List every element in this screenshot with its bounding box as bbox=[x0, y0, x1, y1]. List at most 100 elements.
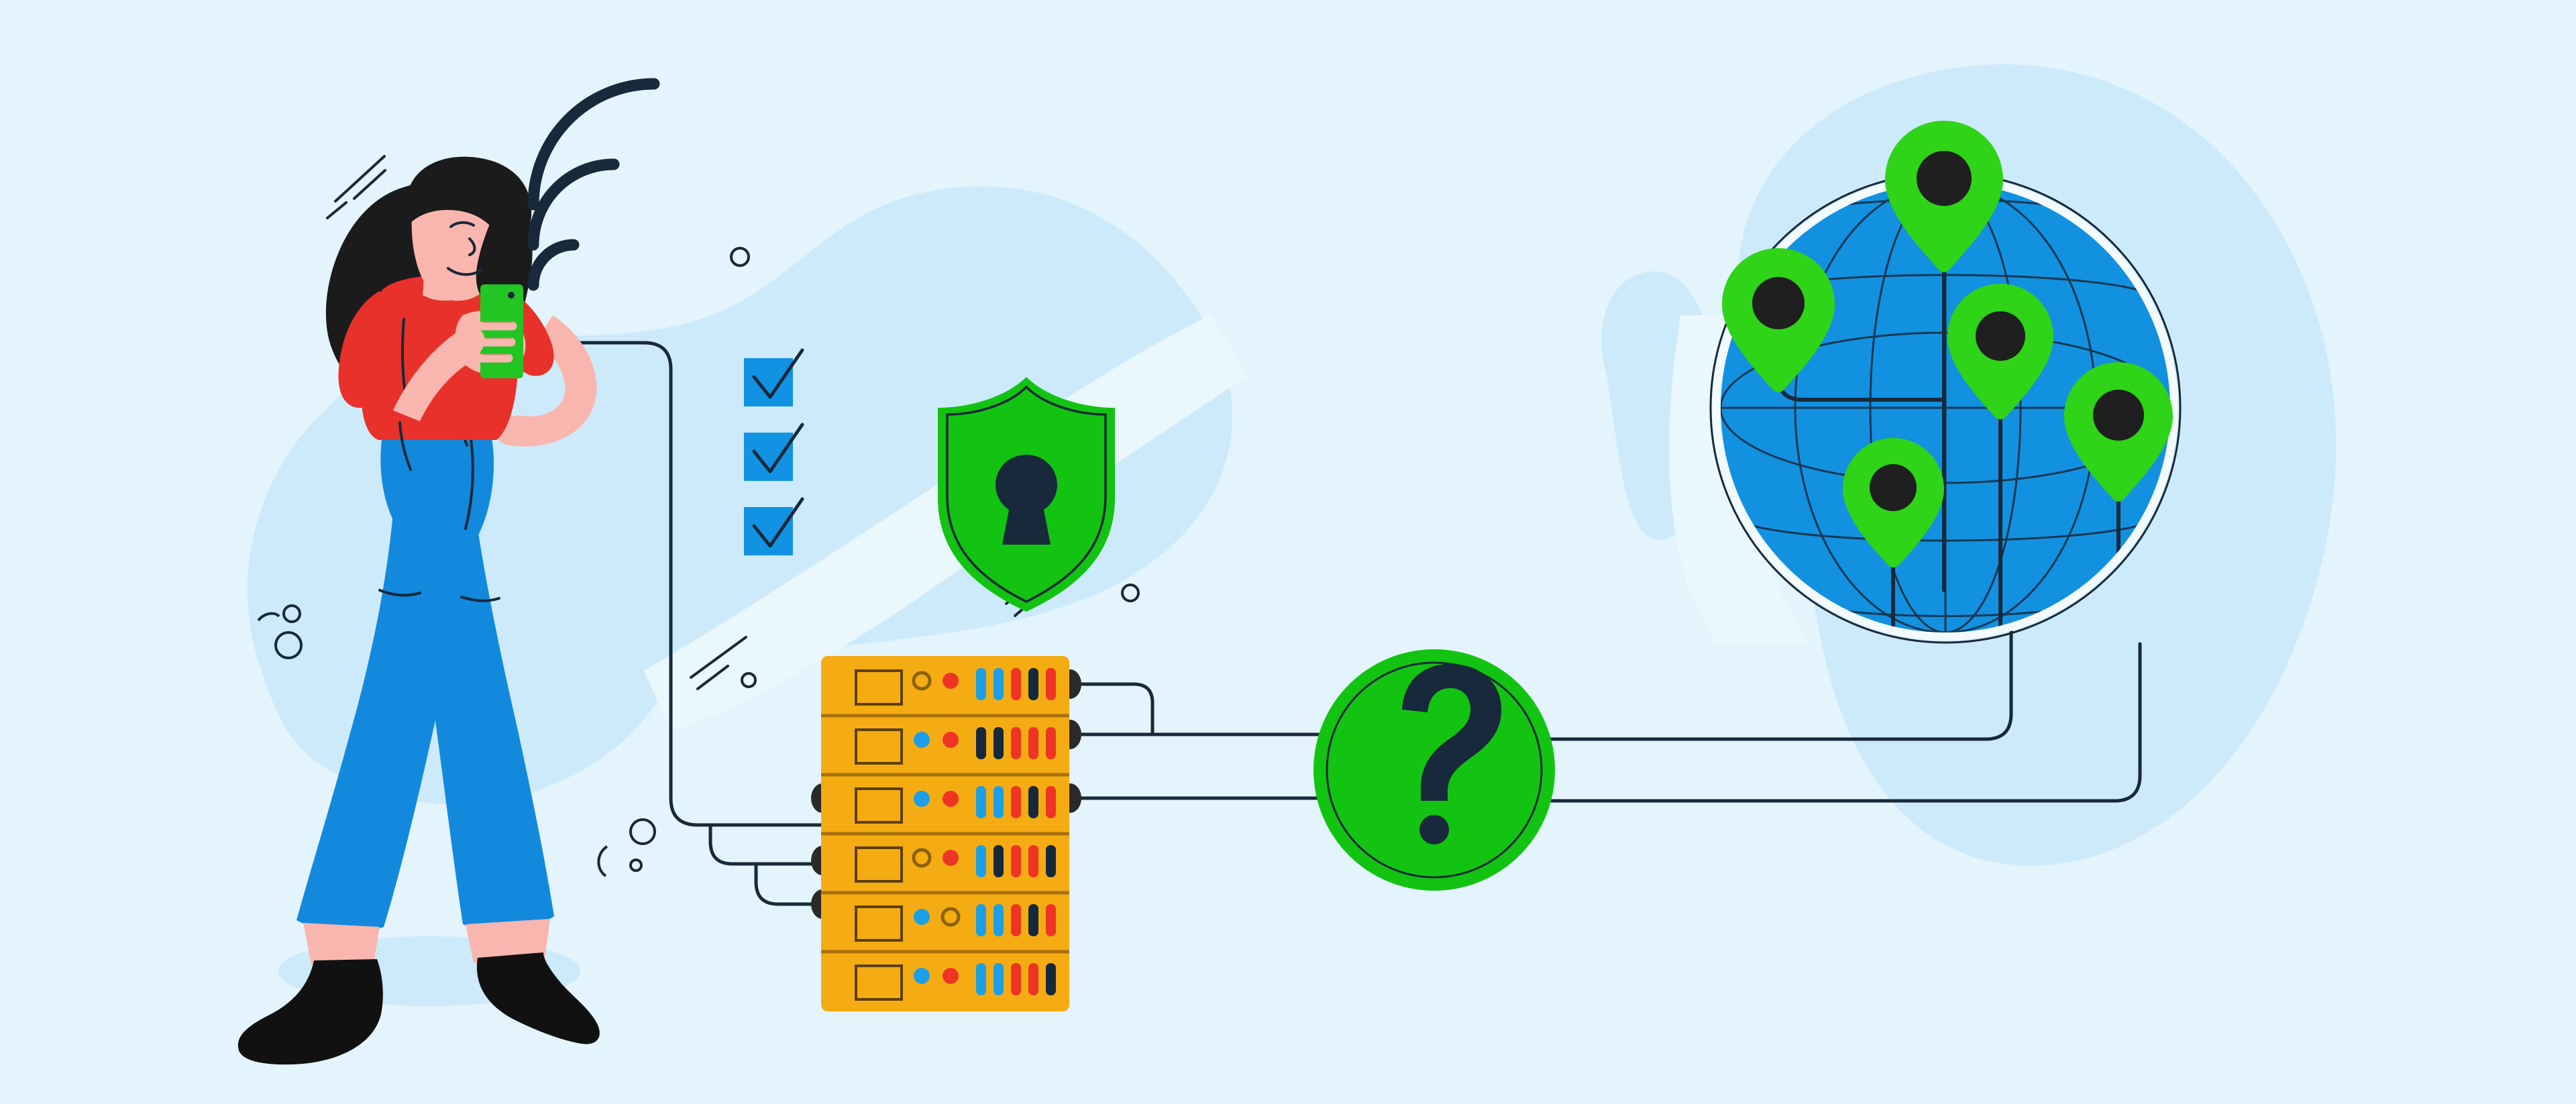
smile-icon bbox=[447, 267, 483, 276]
server-bars-3 bbox=[976, 786, 1056, 818]
decor-diagonal-lines-top bbox=[326, 155, 386, 219]
server-led-blue-6 bbox=[914, 968, 930, 984]
phone-camera-icon bbox=[508, 292, 515, 298]
hair-side-strand bbox=[476, 207, 523, 303]
woman-with-smartphone bbox=[237, 156, 600, 1065]
server-led-blue-3 bbox=[914, 791, 930, 807]
checkmark-icon-1 bbox=[752, 348, 804, 399]
decor-arc-2 bbox=[597, 845, 608, 877]
server-unit-dividers bbox=[821, 714, 1069, 954]
server-bars-6 bbox=[976, 963, 1056, 995]
server-led-blue-2 bbox=[914, 732, 930, 748]
server-slot-6 bbox=[855, 964, 903, 1001]
shield-inner-outline bbox=[946, 385, 1107, 603]
server-unit-6[interactable] bbox=[855, 963, 1056, 1001]
server-led-red-2 bbox=[943, 732, 959, 748]
cable-question-to-globe-upper bbox=[1540, 642, 2013, 741]
nose-icon bbox=[468, 237, 476, 256]
server-bars-4 bbox=[976, 845, 1056, 877]
server-unit-5[interactable] bbox=[855, 904, 1056, 942]
pin-dot-far-east bbox=[2093, 390, 2144, 441]
checkmark-icon-2 bbox=[752, 423, 804, 474]
shoe-right bbox=[476, 952, 600, 1044]
eyebrow-icon bbox=[449, 221, 475, 228]
server-led-red-4 bbox=[943, 850, 959, 866]
checkmark-icon-3 bbox=[752, 497, 804, 548]
server-bars-5 bbox=[976, 904, 1056, 936]
checkbox-3 bbox=[744, 507, 793, 555]
cable-branch-row5 bbox=[754, 862, 826, 906]
server-unit-2[interactable] bbox=[855, 727, 1056, 765]
location-pin-far-east[interactable] bbox=[2064, 362, 2173, 502]
server-slot-1 bbox=[855, 669, 903, 706]
decor-circle-7 bbox=[629, 859, 643, 872]
pin-dot-east-inner bbox=[1976, 311, 2025, 361]
decor-circle-3 bbox=[1121, 584, 1140, 602]
decor-arc-1 bbox=[257, 612, 280, 622]
arm-on-hip bbox=[495, 315, 597, 447]
server-led-red-1 bbox=[943, 673, 959, 689]
server-led-red-6 bbox=[943, 968, 959, 984]
checklist-item-3[interactable] bbox=[744, 497, 804, 555]
jeans-hips bbox=[380, 427, 494, 537]
decor-circle-6 bbox=[629, 818, 656, 845]
cable-branch-row4 bbox=[708, 823, 826, 866]
wifi-signal-icon bbox=[527, 78, 660, 291]
question-mark-dot bbox=[1419, 815, 1449, 844]
server-slot-2 bbox=[855, 728, 903, 765]
checklist-item-1[interactable] bbox=[744, 348, 804, 406]
fingers bbox=[476, 321, 517, 363]
server-led-ring-5 bbox=[941, 907, 961, 927]
shirt-sleeve-left bbox=[338, 291, 387, 408]
decor-circle-2 bbox=[741, 672, 757, 688]
smartphone bbox=[480, 284, 523, 378]
question-badge-inner-ring bbox=[1326, 661, 1543, 879]
server-unit-3[interactable] bbox=[855, 786, 1056, 824]
server-led-ring-4 bbox=[912, 848, 932, 868]
finger-lines bbox=[480, 321, 514, 355]
checklist-group bbox=[744, 348, 804, 555]
cable-phone-to-server bbox=[508, 341, 826, 827]
globe-with-location-pins bbox=[1709, 121, 2182, 644]
server-slot-5 bbox=[855, 905, 903, 942]
wifi-arc-mid bbox=[527, 158, 620, 251]
cable-question-to-globe-lower bbox=[1540, 642, 2142, 803]
pin-dot-south bbox=[1870, 464, 1917, 511]
pin-dot-north bbox=[1917, 151, 1972, 206]
decor-diagonal-lines-mid bbox=[690, 636, 747, 690]
location-pin-south[interactable] bbox=[1843, 438, 1944, 567]
decor-circle-1 bbox=[730, 247, 750, 267]
server-unit-4[interactable] bbox=[855, 845, 1056, 883]
wifi-arc-large bbox=[527, 78, 660, 211]
security-shield bbox=[938, 377, 1115, 612]
forearm-to-phone bbox=[393, 327, 485, 421]
server-rack bbox=[811, 656, 1081, 1011]
shoe-left bbox=[237, 959, 383, 1065]
ankle-right bbox=[466, 919, 550, 963]
decor-circle-4 bbox=[282, 604, 301, 623]
server-unit-1[interactable] bbox=[855, 668, 1056, 706]
globe-pins bbox=[1722, 121, 2173, 567]
pin-dot-west bbox=[1752, 277, 1805, 329]
face-features bbox=[447, 221, 483, 276]
server-led-ring-1 bbox=[912, 671, 932, 691]
server-slot-4 bbox=[855, 846, 903, 883]
location-pin-east-inner[interactable] bbox=[1947, 284, 2053, 419]
server-slot-3 bbox=[855, 787, 903, 824]
location-pin-west[interactable] bbox=[1722, 248, 1835, 392]
server-led-red-3 bbox=[943, 791, 959, 807]
server-bars-2 bbox=[976, 727, 1056, 759]
cable-server-row1-out bbox=[1066, 682, 1155, 736]
ankle-left bbox=[303, 923, 380, 967]
server-led-blue-5 bbox=[914, 909, 930, 925]
location-pin-north[interactable] bbox=[1885, 121, 2003, 272]
wifi-arc-small bbox=[527, 239, 580, 291]
decor-circle-5 bbox=[274, 631, 303, 659]
keyhole-icon bbox=[996, 455, 1057, 545]
checkbox-1 bbox=[744, 358, 793, 406]
question-mark-badge[interactable] bbox=[1313, 649, 1555, 891]
checklist-item-2[interactable] bbox=[744, 423, 804, 481]
cable-network bbox=[508, 341, 2142, 906]
